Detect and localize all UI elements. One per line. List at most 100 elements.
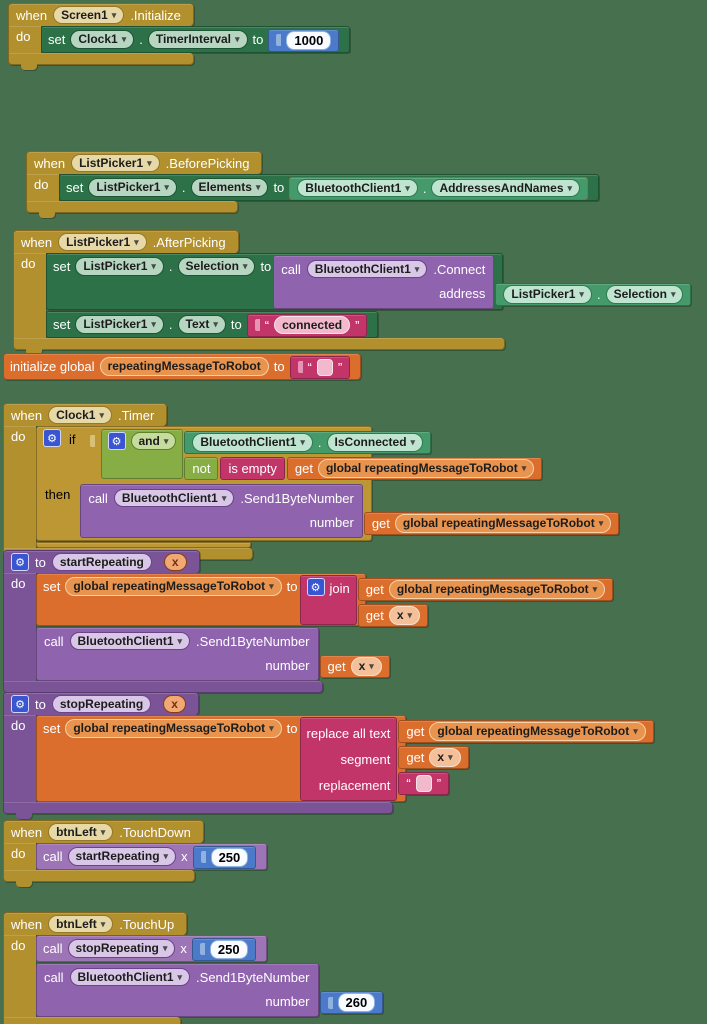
number-field[interactable]: 1000 xyxy=(286,30,332,50)
event-header[interactable]: when Screen1▾ .Initialize xyxy=(8,3,194,26)
component-dropdown[interactable]: ListPicker1▾ xyxy=(503,285,592,304)
procedure-header[interactable]: ⚙ to stopRepeating x xyxy=(3,692,199,715)
component-dropdown[interactable]: BluetoothClient1▾ xyxy=(192,433,313,452)
component-dropdown[interactable]: ListPicker1▾ xyxy=(71,153,160,173)
number-field[interactable]: 250 xyxy=(209,939,248,959)
procedure-dropdown[interactable]: startRepeating▾ xyxy=(67,847,177,866)
component-dropdown[interactable]: BluetoothClient1▾ xyxy=(69,631,191,651)
block-call-stoprepeating[interactable]: call stopRepeating▾ x 250 xyxy=(36,935,267,962)
text-field-empty[interactable] xyxy=(316,358,333,376)
block-when-listpicker-beforepicking[interactable]: when ListPicker1▾ .BeforePicking do set … xyxy=(26,151,600,218)
property-dropdown[interactable]: Selection▾ xyxy=(605,285,684,304)
block-set-listpicker-text[interactable]: set ListPicker1▾ . Text▾ to “ connected … xyxy=(46,311,379,338)
event-header[interactable]: when ListPicker1▾ .BeforePicking xyxy=(26,151,263,174)
variable-dropdown[interactable]: x▾ xyxy=(350,657,382,676)
component-dropdown[interactable]: Clock1▾ xyxy=(48,405,112,425)
block-is-empty[interactable]: is empty xyxy=(220,457,285,480)
block-procedure-startrepeating[interactable]: ⚙ to startRepeating x do set global repe… xyxy=(3,550,614,698)
component-dropdown[interactable]: BluetoothClient1▾ xyxy=(113,488,235,508)
component-dropdown[interactable]: ListPicker1▾ xyxy=(58,232,147,252)
block-set-global-variable[interactable]: set global repeatingMessageToRobot▾ to r… xyxy=(36,715,654,802)
procedure-name-field[interactable]: stopRepeating xyxy=(51,694,152,714)
block-and[interactable]: ⚙ and▾ BluetoothClient1▾ . IsConnected▾ xyxy=(100,429,543,480)
variable-dropdown[interactable]: global repeatingMessageToRobot▾ xyxy=(65,577,282,596)
block-replace-all-text[interactable]: replace all text segment replacement get… xyxy=(299,717,654,801)
procedure-name-field[interactable]: startRepeating xyxy=(51,552,152,572)
block-when-btnleft-touchup[interactable]: when btnLeft▾ .TouchUp do call stopRepea… xyxy=(3,912,384,1024)
block-get-global-repeatingmessagetorobot[interactable]: get global repeatingMessageToRobot▾ xyxy=(363,512,620,535)
property-dropdown[interactable]: Elements▾ xyxy=(190,178,269,197)
variable-dropdown[interactable]: global repeatingMessageToRobot▾ xyxy=(388,580,606,599)
block-procedure-stoprepeating[interactable]: ⚙ to stopRepeating x do set global repea… xyxy=(3,692,654,819)
component-dropdown[interactable]: BluetoothClient1▾ xyxy=(69,967,191,987)
event-header[interactable]: when btnLeft▾ .TouchDown xyxy=(3,820,204,843)
number-field[interactable]: 250 xyxy=(210,847,249,867)
property-dropdown[interactable]: Text▾ xyxy=(177,315,226,334)
block-get-global-repeatingmessagetorobot[interactable]: get global repeatingMessageToRobot▾ xyxy=(398,720,654,743)
operator-dropdown[interactable]: and▾ xyxy=(130,432,177,451)
block-get-x[interactable]: get x▾ xyxy=(398,746,469,769)
block-number-250[interactable]: 250 xyxy=(192,845,257,869)
event-header[interactable]: when btnLeft▾ .TouchUp xyxy=(3,912,188,935)
property-dropdown[interactable]: AddressesAndNames▾ xyxy=(431,178,581,198)
block-number-260[interactable]: 260 xyxy=(319,991,384,1014)
property-dropdown[interactable]: IsConnected▾ xyxy=(326,433,424,452)
block-get-listpicker-selection[interactable]: ListPicker1▾ . Selection▾ xyxy=(495,283,692,306)
event-header[interactable]: when ListPicker1▾ .AfterPicking xyxy=(13,230,239,253)
property-dropdown[interactable]: TimerInterval▾ xyxy=(147,30,248,49)
block-number-1000[interactable]: 1000 xyxy=(268,28,340,52)
variable-name-field[interactable]: repeatingMessageToRobot xyxy=(99,357,269,376)
gear-icon[interactable]: ⚙ xyxy=(306,578,325,596)
variable-dropdown[interactable]: x▾ xyxy=(429,748,461,767)
block-if[interactable]: ⚙ if ⚙ and▾ BluetoothClient1▾ . IsConnec… xyxy=(36,426,620,541)
block-when-screen1-initialize[interactable]: when Screen1▾ .Initialize do set Clock1▾… xyxy=(8,3,351,70)
block-get-bluetooth-addressesandnames[interactable]: BluetoothClient1▾ . AddressesAndNames▾ xyxy=(289,176,589,200)
block-not[interactable]: not xyxy=(184,457,219,480)
block-get-x[interactable]: get x▾ xyxy=(319,655,390,678)
component-dropdown[interactable]: ListPicker1▾ xyxy=(75,257,164,276)
block-get-global-repeatingmessagetorobot[interactable]: get global repeatingMessageToRobot▾ xyxy=(286,457,543,480)
block-set-listpicker-selection[interactable]: set ListPicker1▾ . Selection▾ to call Bl… xyxy=(46,253,692,310)
block-empty-string[interactable]: “ ” xyxy=(289,355,351,379)
block-number-250[interactable]: 250 xyxy=(191,937,256,961)
gear-icon[interactable]: ⚙ xyxy=(11,695,29,713)
block-when-clock1-timer[interactable]: when Clock1▾ .Timer do ⚙ if ⚙ and▾ xyxy=(3,403,620,565)
component-dropdown[interactable]: BluetoothClient1▾ xyxy=(297,178,418,198)
text-field[interactable]: connected xyxy=(274,315,351,335)
block-join[interactable]: ⚙ join get global repeatingMessageToRobo… xyxy=(299,575,614,627)
procedure-header[interactable]: ⚙ to startRepeating x xyxy=(3,550,200,573)
number-field[interactable]: 260 xyxy=(337,993,376,1012)
variable-dropdown[interactable]: global repeatingMessageToRobot▾ xyxy=(65,719,282,738)
block-get-bluetooth-isconnected[interactable]: BluetoothClient1▾ . IsConnected▾ xyxy=(184,431,432,454)
block-when-btnleft-touchdown[interactable]: when btnLeft▾ .TouchDown do call startRe… xyxy=(3,820,268,887)
block-when-listpicker-afterpicking[interactable]: when ListPicker1▾ .AfterPicking do set L… xyxy=(13,230,692,355)
property-dropdown[interactable]: Selection▾ xyxy=(177,257,256,276)
block-call-bluetooth-send1bytenumber[interactable]: call BluetoothClient1▾ .Send1ByteNumber … xyxy=(36,963,384,1017)
component-dropdown[interactable]: BluetoothClient1▾ xyxy=(306,259,428,279)
parameter-chip[interactable]: x xyxy=(163,694,186,714)
procedure-dropdown[interactable]: stopRepeating▾ xyxy=(67,939,176,958)
block-text-connected[interactable]: “ connected ” xyxy=(246,313,368,337)
variable-dropdown[interactable]: global repeatingMessageToRobot▾ xyxy=(394,514,612,533)
block-empty-string[interactable]: “ ” xyxy=(398,772,450,795)
variable-dropdown[interactable]: global repeatingMessageToRobot▾ xyxy=(429,722,646,741)
block-set-listpicker-elements[interactable]: set ListPicker1▾ . Elements▾ to Bluetoot… xyxy=(59,174,600,201)
block-call-bluetooth-send1bytenumber[interactable]: call BluetoothClient1▾ .Send1ByteNumber … xyxy=(36,627,390,681)
component-dropdown[interactable]: btnLeft▾ xyxy=(48,914,114,934)
variable-dropdown[interactable]: global repeatingMessageToRobot▾ xyxy=(317,459,535,478)
component-dropdown[interactable]: ListPicker1▾ xyxy=(75,315,164,334)
text-field-empty[interactable] xyxy=(415,775,432,792)
variable-dropdown[interactable]: x▾ xyxy=(388,606,421,625)
event-header[interactable]: when Clock1▾ .Timer xyxy=(3,403,168,426)
parameter-chip[interactable]: x xyxy=(163,552,187,572)
block-call-bluetooth-connect[interactable]: call BluetoothClient1▾ .Connect address … xyxy=(273,255,692,309)
gear-icon[interactable]: ⚙ xyxy=(43,429,61,447)
block-call-startrepeating[interactable]: call startRepeating▾ x 250 xyxy=(36,843,268,870)
component-dropdown[interactable]: Screen1▾ xyxy=(53,5,125,25)
block-get-global-repeatingmessagetorobot[interactable]: get global repeatingMessageToRobot▾ xyxy=(357,578,614,601)
block-initialize-global-repeatingmessagetorobot[interactable]: initialize global repeatingMessageToRobo… xyxy=(3,353,362,380)
block-set-clock-timerinterval[interactable]: set Clock1▾ . TimerInterval▾ to 1000 xyxy=(41,26,351,53)
component-dropdown[interactable]: ListPicker1▾ xyxy=(88,178,177,197)
block-set-global-variable[interactable]: set global repeatingMessageToRobot▾ to ⚙… xyxy=(36,573,614,627)
